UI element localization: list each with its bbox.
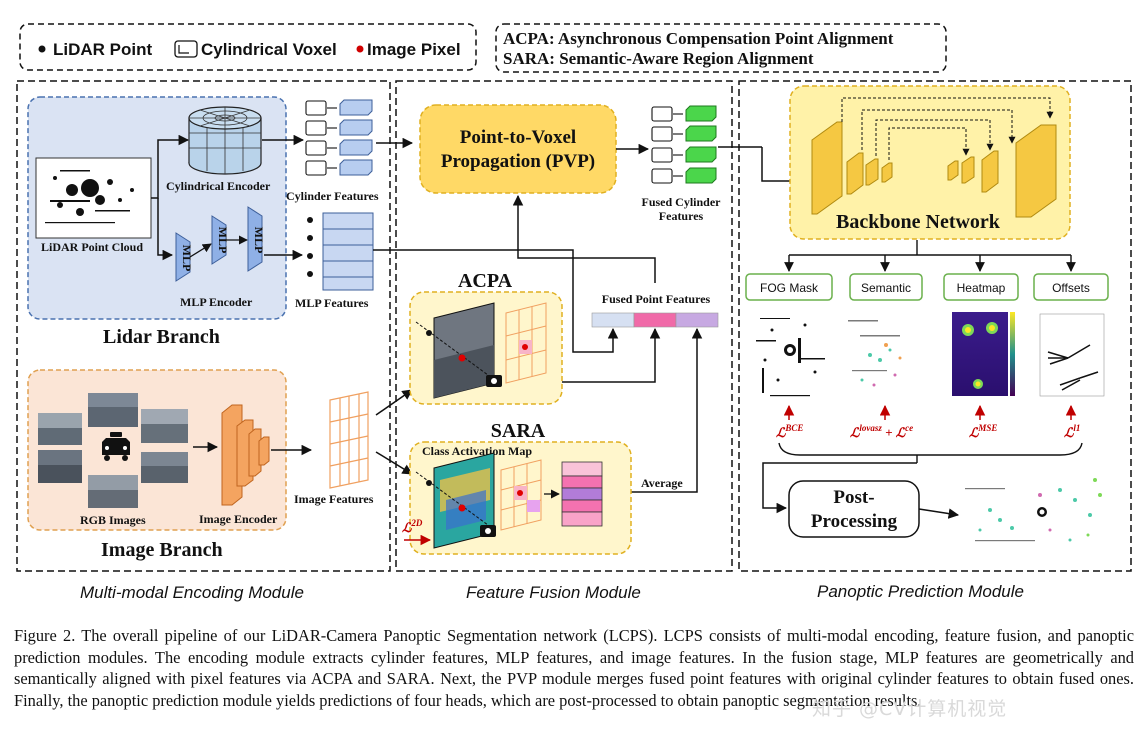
fused-point-features-bar: Fused Point Features: [591, 292, 719, 328]
mlp-label-3: MLP: [252, 227, 266, 254]
post-processing-line2: Processing: [811, 511, 898, 532]
mlp-features-label: MLP Features: [295, 296, 369, 310]
mlp-features-stack: MLP Features: [295, 212, 374, 310]
image-features-grid: [329, 391, 369, 489]
sara-label: SARA: [491, 420, 546, 442]
sara-definition: SARA: Semantic-Aware Region Alignment: [503, 49, 814, 68]
cylindrical-encoder-label: Cylindrical Encoder: [166, 179, 271, 193]
head-semantic: Semantic: [849, 273, 923, 301]
lidar-branch: LiDAR Point Cloud Cylindrical Encoder: [27, 96, 287, 348]
legend-image-pixel: Image Pixel: [367, 40, 461, 59]
acpa-definition: ACPA: Asynchronous Compensation Point Al…: [503, 29, 894, 48]
heatmap-output: [952, 312, 1015, 396]
camera-icon: [486, 375, 502, 387]
mlp-encoder-label: MLP Encoder: [180, 295, 253, 309]
mlp-encoder-icon: MLP MLP MLP: [175, 206, 266, 282]
fused-cylinder-line1: Fused Cylinder: [641, 195, 721, 209]
head-offsets: Offsets: [1033, 273, 1109, 301]
head-semantic-label: Semantic: [861, 281, 911, 295]
abbreviations-box: ACPA: Asynchronous Compensation Point Al…: [495, 23, 947, 73]
pvp-block: Point-to-Voxel Propagation (PVP): [419, 104, 617, 194]
pvp-line1: Point-to-Voxel: [460, 127, 576, 148]
fused-point-features-label: Fused Point Features: [602, 292, 711, 306]
rgb-images-icon: [38, 393, 188, 508]
svg-text:ℒMSE: ℒMSE: [969, 423, 997, 440]
mlp-label-1: MLP: [180, 245, 194, 272]
image-encoder-label: Image Encoder: [199, 512, 278, 526]
panoptic-output: [965, 478, 1102, 542]
image-encoder-icon: [221, 404, 270, 506]
loss-bce: ℒBCE: [776, 404, 803, 440]
head-offsets-label: Offsets: [1052, 281, 1090, 295]
head-fog-mask: FOG Mask: [745, 273, 833, 301]
encoding-module-label: Multi-modal Encoding Module: [80, 583, 304, 602]
backbone-network-label: Backbone Network: [836, 211, 1001, 233]
legend-box: LiDAR Point Cylindrical Voxel Image Pixe…: [19, 23, 477, 71]
post-processing-block: Post- Processing: [788, 480, 920, 538]
svg-text:ℒl1: ℒl1: [1064, 423, 1080, 440]
loss-l1: ℒl1: [1064, 404, 1080, 440]
legend-lidar-point: LiDAR Point: [53, 40, 152, 59]
encoding-module-frame: [16, 80, 391, 572]
legend-cylindrical-voxel: Cylindrical Voxel: [201, 40, 337, 59]
mlp-label-2: MLP: [216, 227, 230, 254]
cylinder-features-stack: Cylinder Features: [286, 99, 379, 203]
head-heatmap-label: Heatmap: [957, 281, 1006, 295]
acpa-label: ACPA: [458, 270, 513, 292]
semantic-output: [848, 320, 902, 387]
image-branch: RGB Images Image Encoder Image Branch: [27, 369, 287, 561]
figure-caption: Figure 2. The overall pipeline of our Li…: [14, 626, 1134, 710]
image-pixel-icon: [356, 45, 364, 53]
cylindrical-encoder-icon: [188, 106, 262, 175]
pvp-line2: Propagation (PVP): [441, 151, 595, 172]
fusion-module-frame: [395, 80, 733, 572]
prediction-module-label: Panoptic Prediction Module: [817, 582, 1024, 601]
average-label: Average: [641, 476, 683, 490]
pipeline-diagram: LiDAR Point Cylindrical Voxel Image Pixe…: [16, 23, 1132, 602]
offsets-output: [1039, 313, 1105, 397]
rgb-images-label: RGB Images: [80, 513, 146, 527]
svg-text:ℒlovasz + ℒce: ℒlovasz + ℒce: [850, 423, 913, 440]
cylindrical-voxel-icon: [174, 40, 198, 58]
lidar-branch-label: Lidar Branch: [103, 326, 220, 348]
image-branch-label: Image Branch: [101, 539, 223, 561]
image-features-label: Image Features: [294, 492, 374, 506]
fused-cylinder-features-stack: Fused Cylinder Features: [641, 105, 721, 223]
head-fog-mask-label: FOG Mask: [760, 281, 819, 295]
lidar-point-icon: [38, 45, 46, 53]
class-activation-map-label: Class Activation Map: [422, 444, 532, 458]
prediction-module-frame: [738, 80, 1132, 572]
lidar-point-cloud-label: LiDAR Point Cloud: [41, 240, 143, 254]
fused-cylinder-line2: Features: [659, 209, 704, 223]
cylinder-features-label: Cylinder Features: [286, 189, 379, 203]
head-heatmap: Heatmap: [943, 273, 1019, 301]
fusion-module-label: Feature Fusion Module: [466, 583, 641, 602]
loss-mse: ℒMSE: [969, 404, 997, 440]
svg-text:ℒBCE: ℒBCE: [776, 423, 803, 440]
sara-block: SARA Class Activation Map ℒ2D: [402, 420, 632, 555]
acpa-block: ACPA: [409, 270, 563, 405]
post-processing-line1: Post-: [833, 487, 874, 508]
backbone-network-block: Backbone Network: [789, 85, 1071, 240]
watermark: 知乎 @CV计算机视觉: [812, 698, 1008, 720]
fog-mask-output: [756, 318, 825, 397]
loss-semantic: ℒlovasz + ℒce: [850, 404, 913, 440]
